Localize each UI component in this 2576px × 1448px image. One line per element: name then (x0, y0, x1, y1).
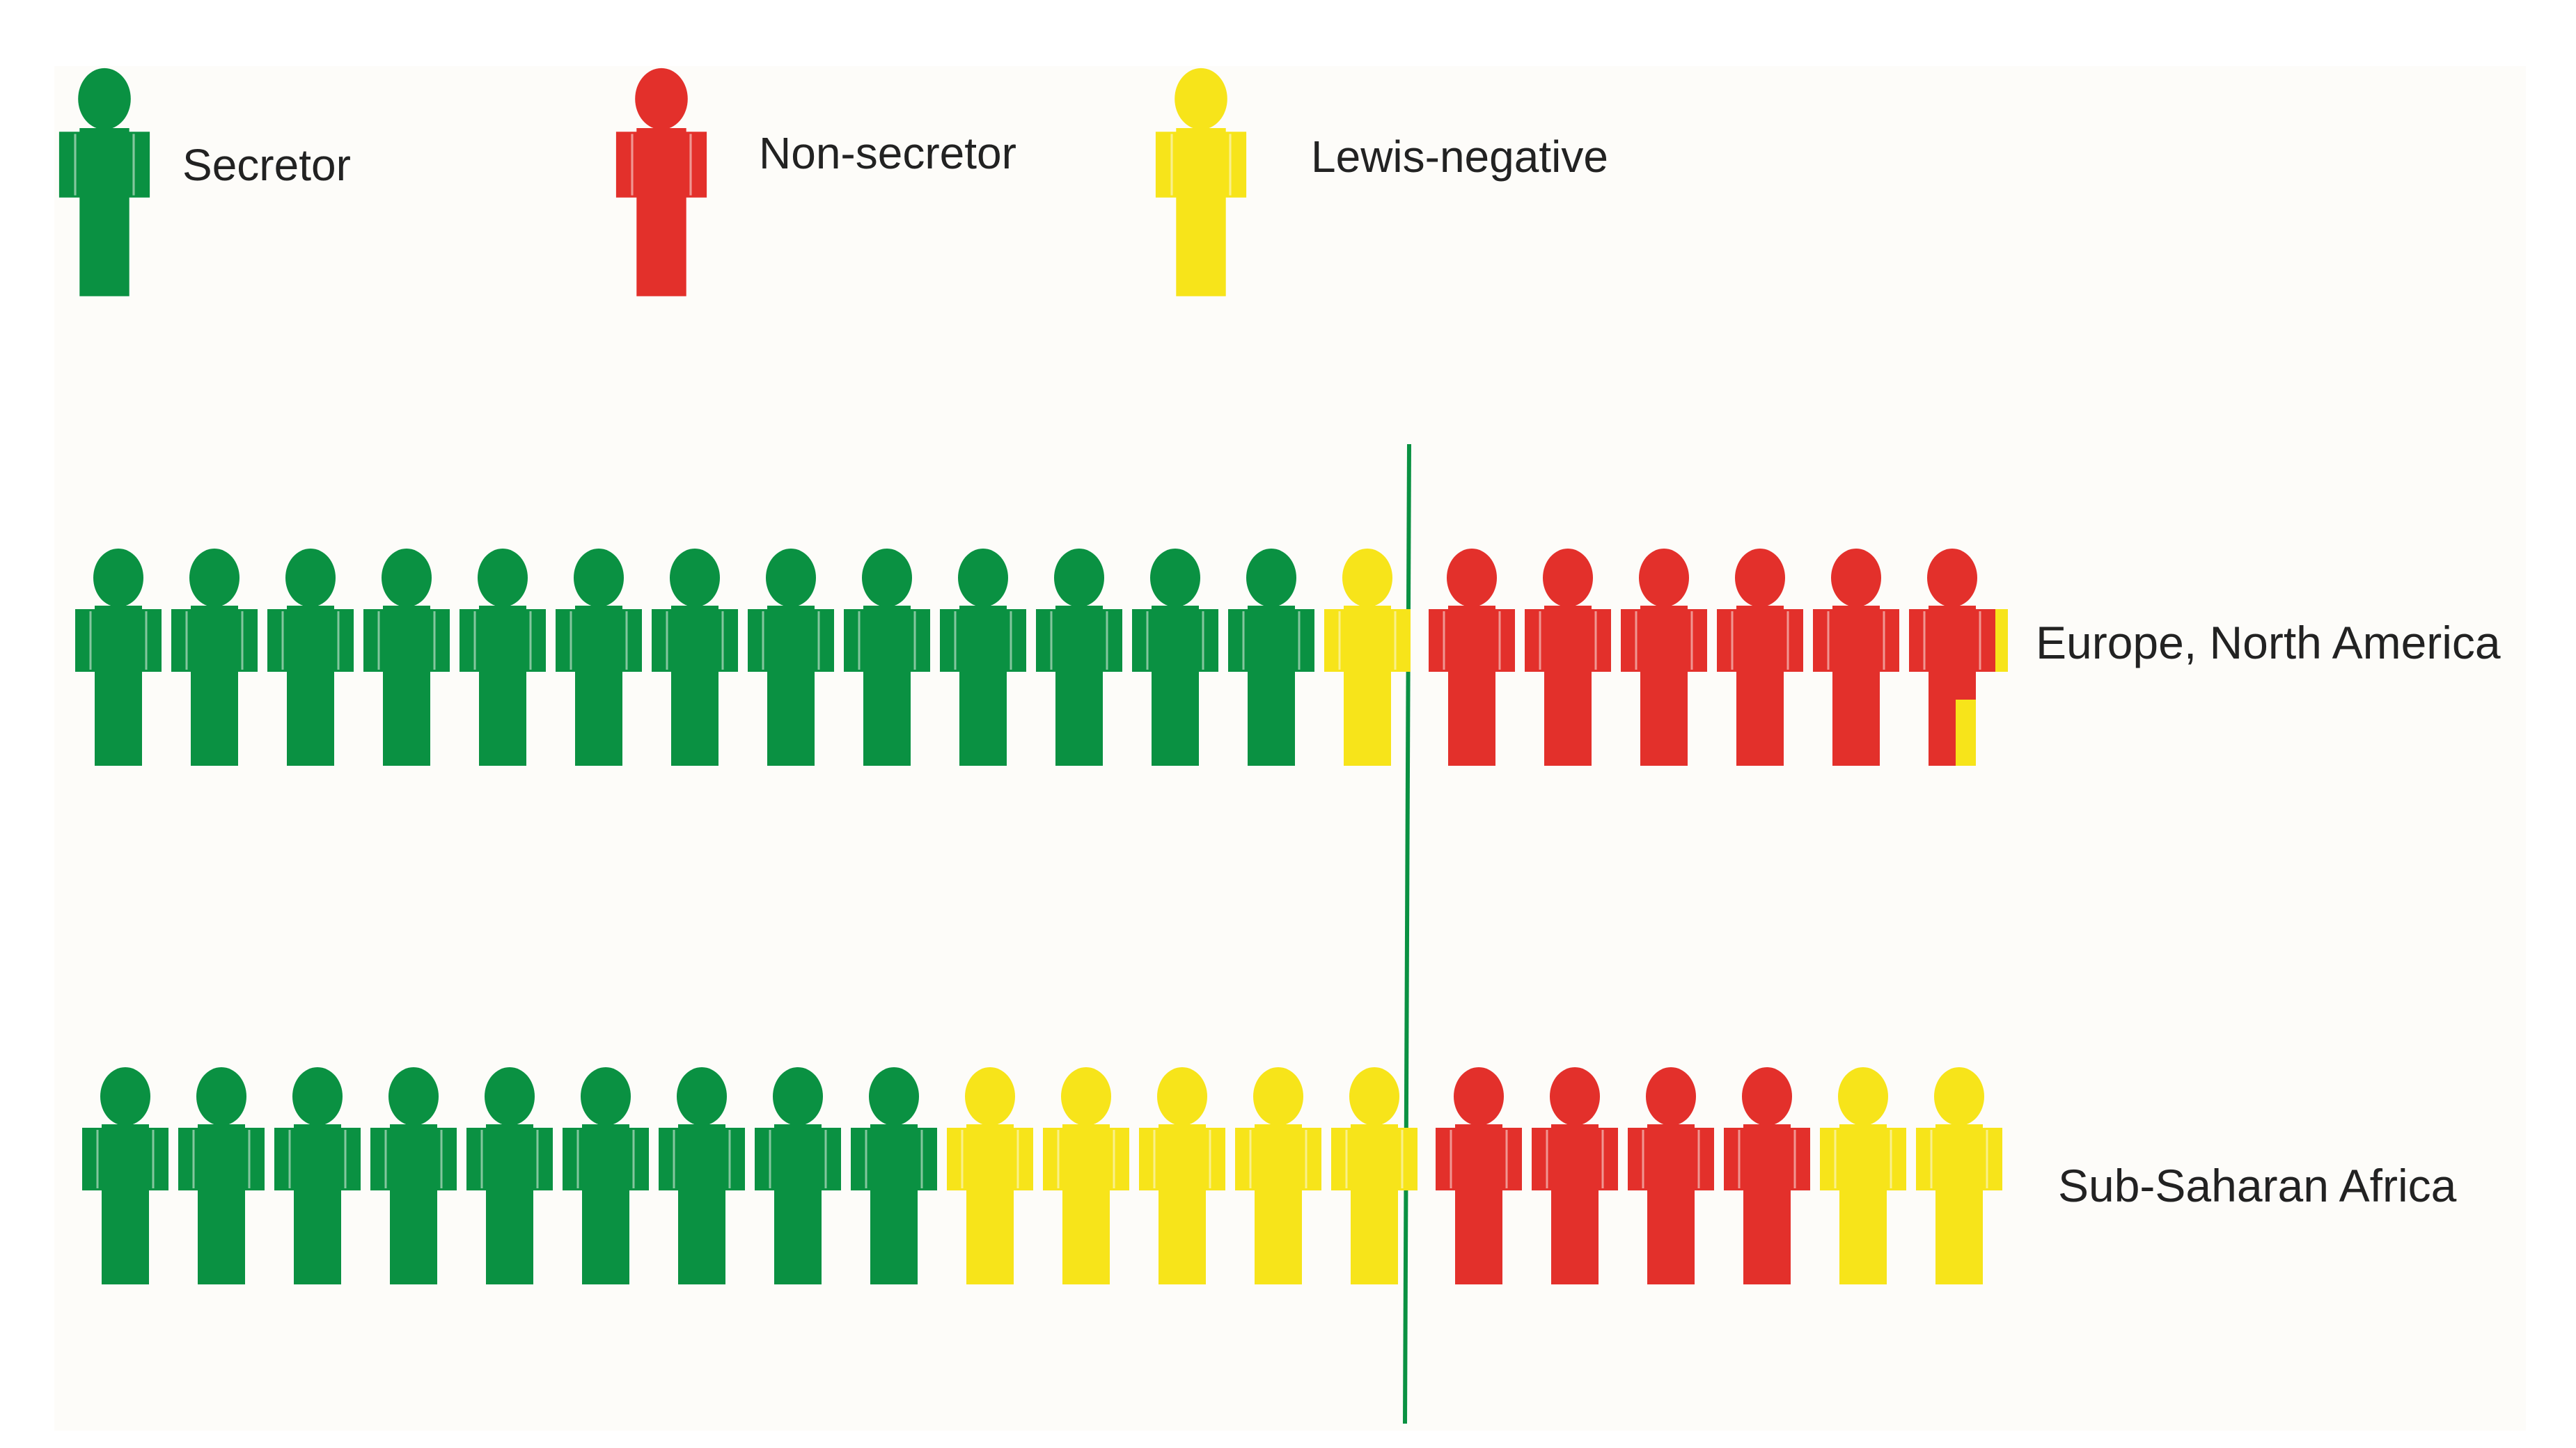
row-0-figure-secretor (940, 549, 1026, 766)
legend-label-secretor: Secretor (182, 140, 351, 190)
divider-line (1403, 443, 1411, 1424)
row-1-figure-secretor (659, 1067, 745, 1284)
row-0-figure-secretor (1036, 549, 1122, 766)
row-0-figure-secretor (652, 549, 738, 766)
partial-lewis-negative-mark (1956, 700, 1976, 766)
row-0-figure-non-secretor (1525, 549, 1611, 766)
row-1-figure-secretor (274, 1067, 361, 1284)
row-1-figure-lewis-negative (1916, 1067, 2002, 1284)
row-0-figure-secretor (844, 549, 930, 766)
partial-lewis-negative-arm (1995, 609, 2008, 672)
row-0-figure-secretor (1132, 549, 1218, 766)
legend-secretor-icon (58, 68, 150, 297)
row-1-figure-secretor (755, 1067, 841, 1284)
row-1-figure-non-secretor (1724, 1067, 1810, 1284)
row-1-figure-secretor (563, 1067, 649, 1284)
row-0-figure-secretor (171, 549, 258, 766)
row-0-figure-secretor (556, 549, 642, 766)
legend-lewis-negative-icon (1155, 68, 1247, 297)
row-1-figure-non-secretor (1436, 1067, 1522, 1284)
row-0-figure-secretor (267, 549, 354, 766)
legend-non-secretor-icon (615, 68, 707, 297)
legend-label-lewis-negative: Lewis-negative (1311, 132, 1608, 182)
row-0-figure-secretor (1228, 549, 1314, 766)
row-1-figure-non-secretor (1628, 1067, 1714, 1284)
row-1-figure-non-secretor (1532, 1067, 1618, 1284)
row-1-figure-lewis-negative (947, 1067, 1033, 1284)
row-1-figure-secretor (466, 1067, 553, 1284)
row-0-figure-non-secretor (1717, 549, 1803, 766)
row-0-figure-secretor (363, 549, 450, 766)
row-0-figure-non-secretor (1429, 549, 1515, 766)
row-label-europe-north-america: Europe, North America (2036, 617, 2501, 668)
row-1-figure-secretor (851, 1067, 937, 1284)
row-0-figure-lewis-negative (1324, 549, 1411, 766)
row-1-figure-lewis-negative (1043, 1067, 1129, 1284)
row-0-figure-non-secretor (1909, 549, 1995, 766)
row-0-figure-non-secretor (1813, 549, 1899, 766)
row-1-figure-lewis-negative (1820, 1067, 1906, 1284)
row-1-figure-lewis-negative (1235, 1067, 1321, 1284)
row-label-sub-saharan-africa: Sub-Saharan Africa (2058, 1160, 2457, 1211)
row-0-figure-secretor (460, 549, 546, 766)
legend-label-non-secretor: Non-secretor (759, 128, 1016, 178)
row-0-figure-secretor (75, 549, 162, 766)
row-1-figure-secretor (178, 1067, 265, 1284)
row-1-figure-secretor (82, 1067, 168, 1284)
row-1-figure-lewis-negative (1331, 1067, 1417, 1284)
row-1-figure-lewis-negative (1139, 1067, 1225, 1284)
row-1-figure-secretor (370, 1067, 457, 1284)
row-0-figure-secretor (748, 549, 834, 766)
row-0-figure-non-secretor (1621, 549, 1707, 766)
